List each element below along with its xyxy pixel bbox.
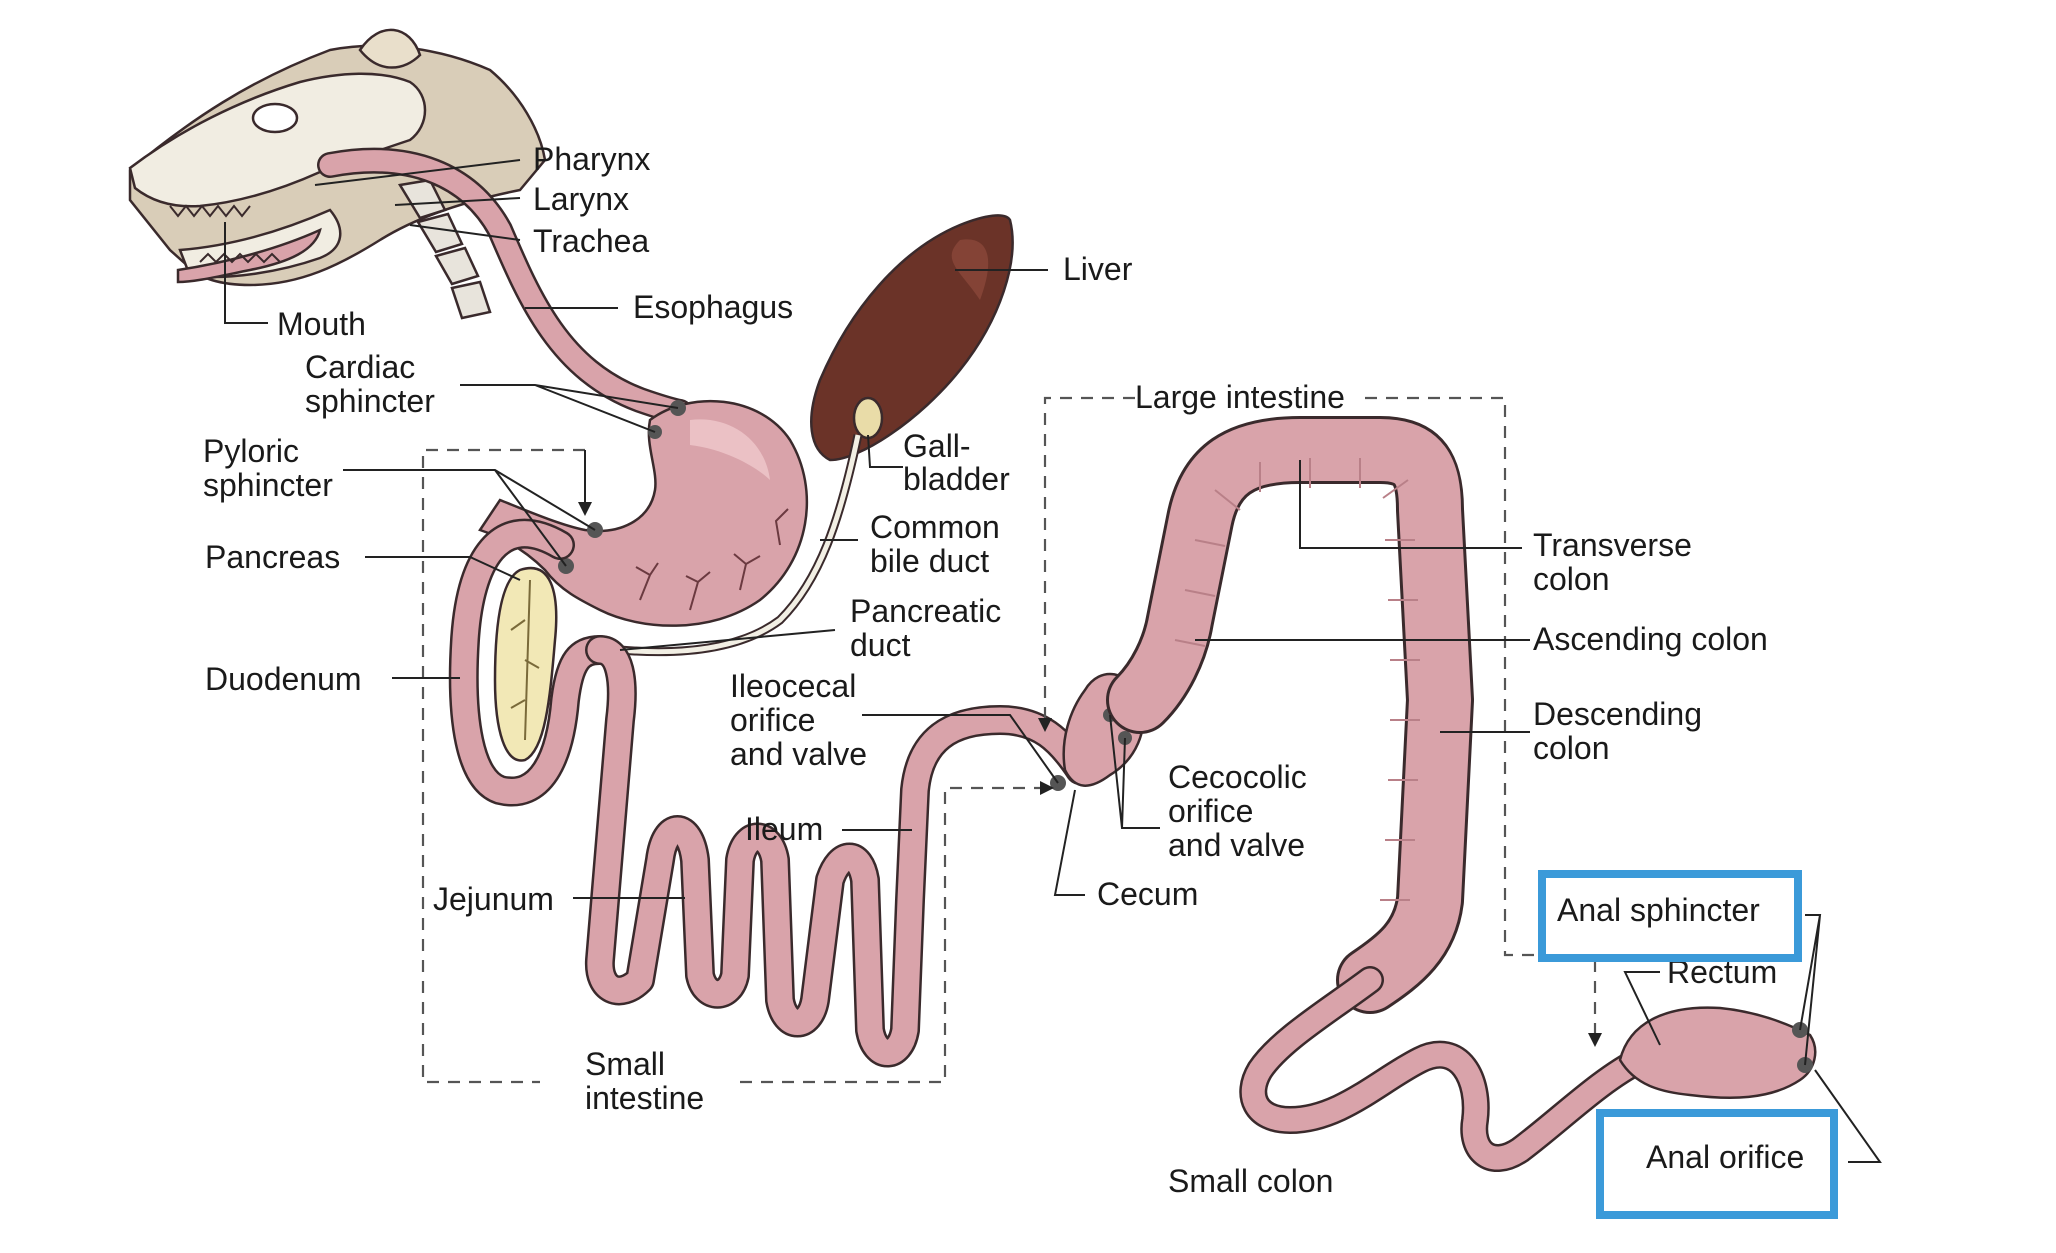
label-small-intestine-line1: Small — [585, 1046, 665, 1082]
label-ileum: Ileum — [745, 811, 823, 847]
label-cecocolic-line2: orifice — [1168, 793, 1253, 829]
teeth-upper — [169, 204, 251, 218]
horse-head-illustration — [128, 28, 547, 320]
label-descending-colon-line2: colon — [1533, 730, 1610, 766]
label-anal-orifice: Anal orifice — [1646, 1139, 1804, 1175]
label-cardiac-sphincter-line2: sphincter — [305, 383, 435, 419]
ear — [358, 28, 422, 69]
common-bile-duct-fill — [619, 434, 861, 655]
label-gallbladder-line1: Gall- — [903, 428, 971, 464]
label-small-colon: Small colon — [1168, 1163, 1333, 1199]
label-pharynx: Pharynx — [533, 141, 650, 177]
bracket-arrowhead-3 — [1038, 718, 1052, 732]
small-colon — [1241, 968, 1652, 1170]
label-esophagus: Esophagus — [633, 289, 793, 325]
label-trachea: Trachea — [533, 223, 649, 259]
label-anal-sphincter: Anal sphincter — [1557, 892, 1760, 928]
label-pyloric-sphincter-line2: sphincter — [203, 467, 333, 503]
label-transverse-colon-line1: Transverse — [1533, 527, 1692, 563]
highlight-box-anal-orifice — [1596, 1109, 1838, 1219]
large-intestine-bracket — [1043, 396, 1540, 957]
eye-orbit — [251, 102, 299, 134]
label-small-intestine-line2: intestine — [585, 1080, 704, 1116]
bracket-arrowhead-2 — [1040, 781, 1054, 795]
label-gallbladder-line2: bladder — [903, 461, 1010, 497]
label-mouth: Mouth — [277, 306, 366, 342]
duodenum-tube — [451, 521, 613, 804]
label-pyloric-sphincter-line1: Pyloric — [203, 433, 299, 469]
highlight-box-anal-sphincter — [1538, 870, 1802, 962]
label-common-bile-duct-line1: Common — [870, 509, 1000, 545]
label-ileocecal-line3: and valve — [730, 736, 867, 772]
stomach-highlight — [690, 419, 770, 480]
label-ileocecal-line1: Ileocecal — [730, 668, 856, 704]
stomach-vessels — [635, 508, 789, 611]
leader-lines — [224, 159, 1882, 1163]
large-colon — [1109, 419, 1471, 1011]
highlight-anal-sphincter: Anal sphincter — [1538, 870, 1802, 962]
label-cecum: Cecum — [1097, 876, 1198, 912]
label-pancreatic-duct-line2: duct — [850, 627, 911, 663]
label-ileocecal-line2: orifice — [730, 702, 815, 738]
label-liver: Liver — [1063, 251, 1133, 287]
rectum-shape — [1618, 1006, 1817, 1099]
label-larynx: Larynx — [533, 181, 629, 217]
label-cecocolic-line3: and valve — [1168, 827, 1305, 863]
small-intestine — [587, 637, 1093, 1065]
highlight-anal-orifice: Anal orifice — [1596, 1109, 1838, 1219]
label-cecocolic-line1: Cecocolic — [1168, 759, 1307, 795]
trachea-rings — [397, 178, 492, 320]
label-pancreas: Pancreas — [205, 539, 340, 575]
colon-haustra — [1174, 458, 1420, 901]
pancreas-shape — [493, 566, 558, 762]
label-cardiac-sphincter-line1: Cardiac — [305, 349, 415, 385]
label-large-intestine: Large intestine — [1135, 379, 1345, 415]
teeth-lower — [199, 252, 281, 264]
bracket-arrowhead-4 — [1588, 1033, 1602, 1047]
label-ascending-colon: Ascending colon — [1533, 621, 1768, 657]
pancreas-ducts — [510, 579, 540, 741]
gallbladder-shape — [852, 396, 884, 440]
skull-shape — [128, 72, 427, 208]
label-descending-colon-line1: Descending — [1533, 696, 1702, 732]
lower-jaw — [178, 208, 342, 279]
labels: Pharynx Larynx Trachea Esophagus Mouth L… — [203, 141, 1777, 1199]
small-colon-outline — [1239, 966, 1654, 1172]
label-common-bile-duct-line2: bile duct — [870, 543, 989, 579]
small-intestine-bracket — [421, 448, 1045, 1084]
label-duodenum: Duodenum — [205, 661, 362, 697]
label-jejunum: Jejunum — [433, 881, 554, 917]
label-pancreatic-duct-line1: Pancreatic — [850, 593, 1001, 629]
label-transverse-colon-line2: colon — [1533, 561, 1610, 597]
bracket-arrowhead-1 — [578, 502, 592, 516]
